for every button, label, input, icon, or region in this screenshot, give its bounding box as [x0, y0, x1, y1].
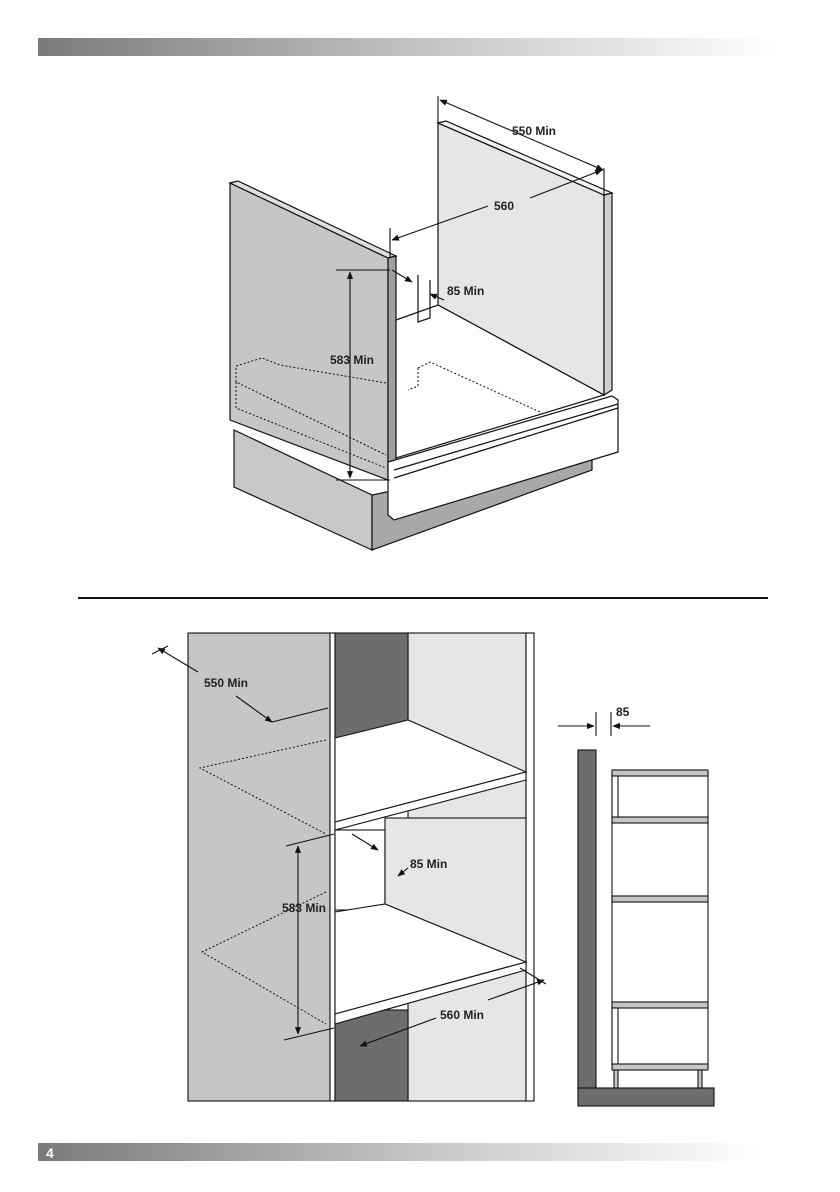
- bottom-column-diagram: [188, 633, 534, 1101]
- column-dark-bottom: [335, 1010, 408, 1101]
- side-wall: [578, 750, 596, 1090]
- header-bar: [38, 38, 778, 56]
- cabinet-left-panel: [230, 183, 388, 480]
- top-gap-label: 85 Min: [447, 284, 484, 298]
- top-cabinet-diagram: [230, 121, 618, 550]
- top-height-label: 583 Min: [330, 353, 374, 367]
- top-depth-label: 550 Min: [512, 124, 556, 138]
- side-view-diagram: [558, 712, 714, 1106]
- top-width-label: 560: [494, 199, 514, 213]
- footer-bar: [38, 1143, 762, 1161]
- side-base: [578, 1088, 714, 1106]
- column-left-panel: [188, 633, 330, 1101]
- bottom-depth-label: 550 Min: [204, 676, 248, 690]
- side-shelf-top: [612, 770, 708, 776]
- side-shelf-middle: [612, 896, 708, 902]
- page-number: 4: [46, 1145, 54, 1161]
- bottom-width-label: 560 Min: [440, 1008, 484, 1022]
- side-shelf-lower: [612, 1002, 708, 1008]
- side-gap-label: 85: [616, 705, 630, 719]
- bottom-gap-label: 85 Min: [410, 857, 447, 871]
- bottom-height-label: 583 Min: [282, 901, 326, 915]
